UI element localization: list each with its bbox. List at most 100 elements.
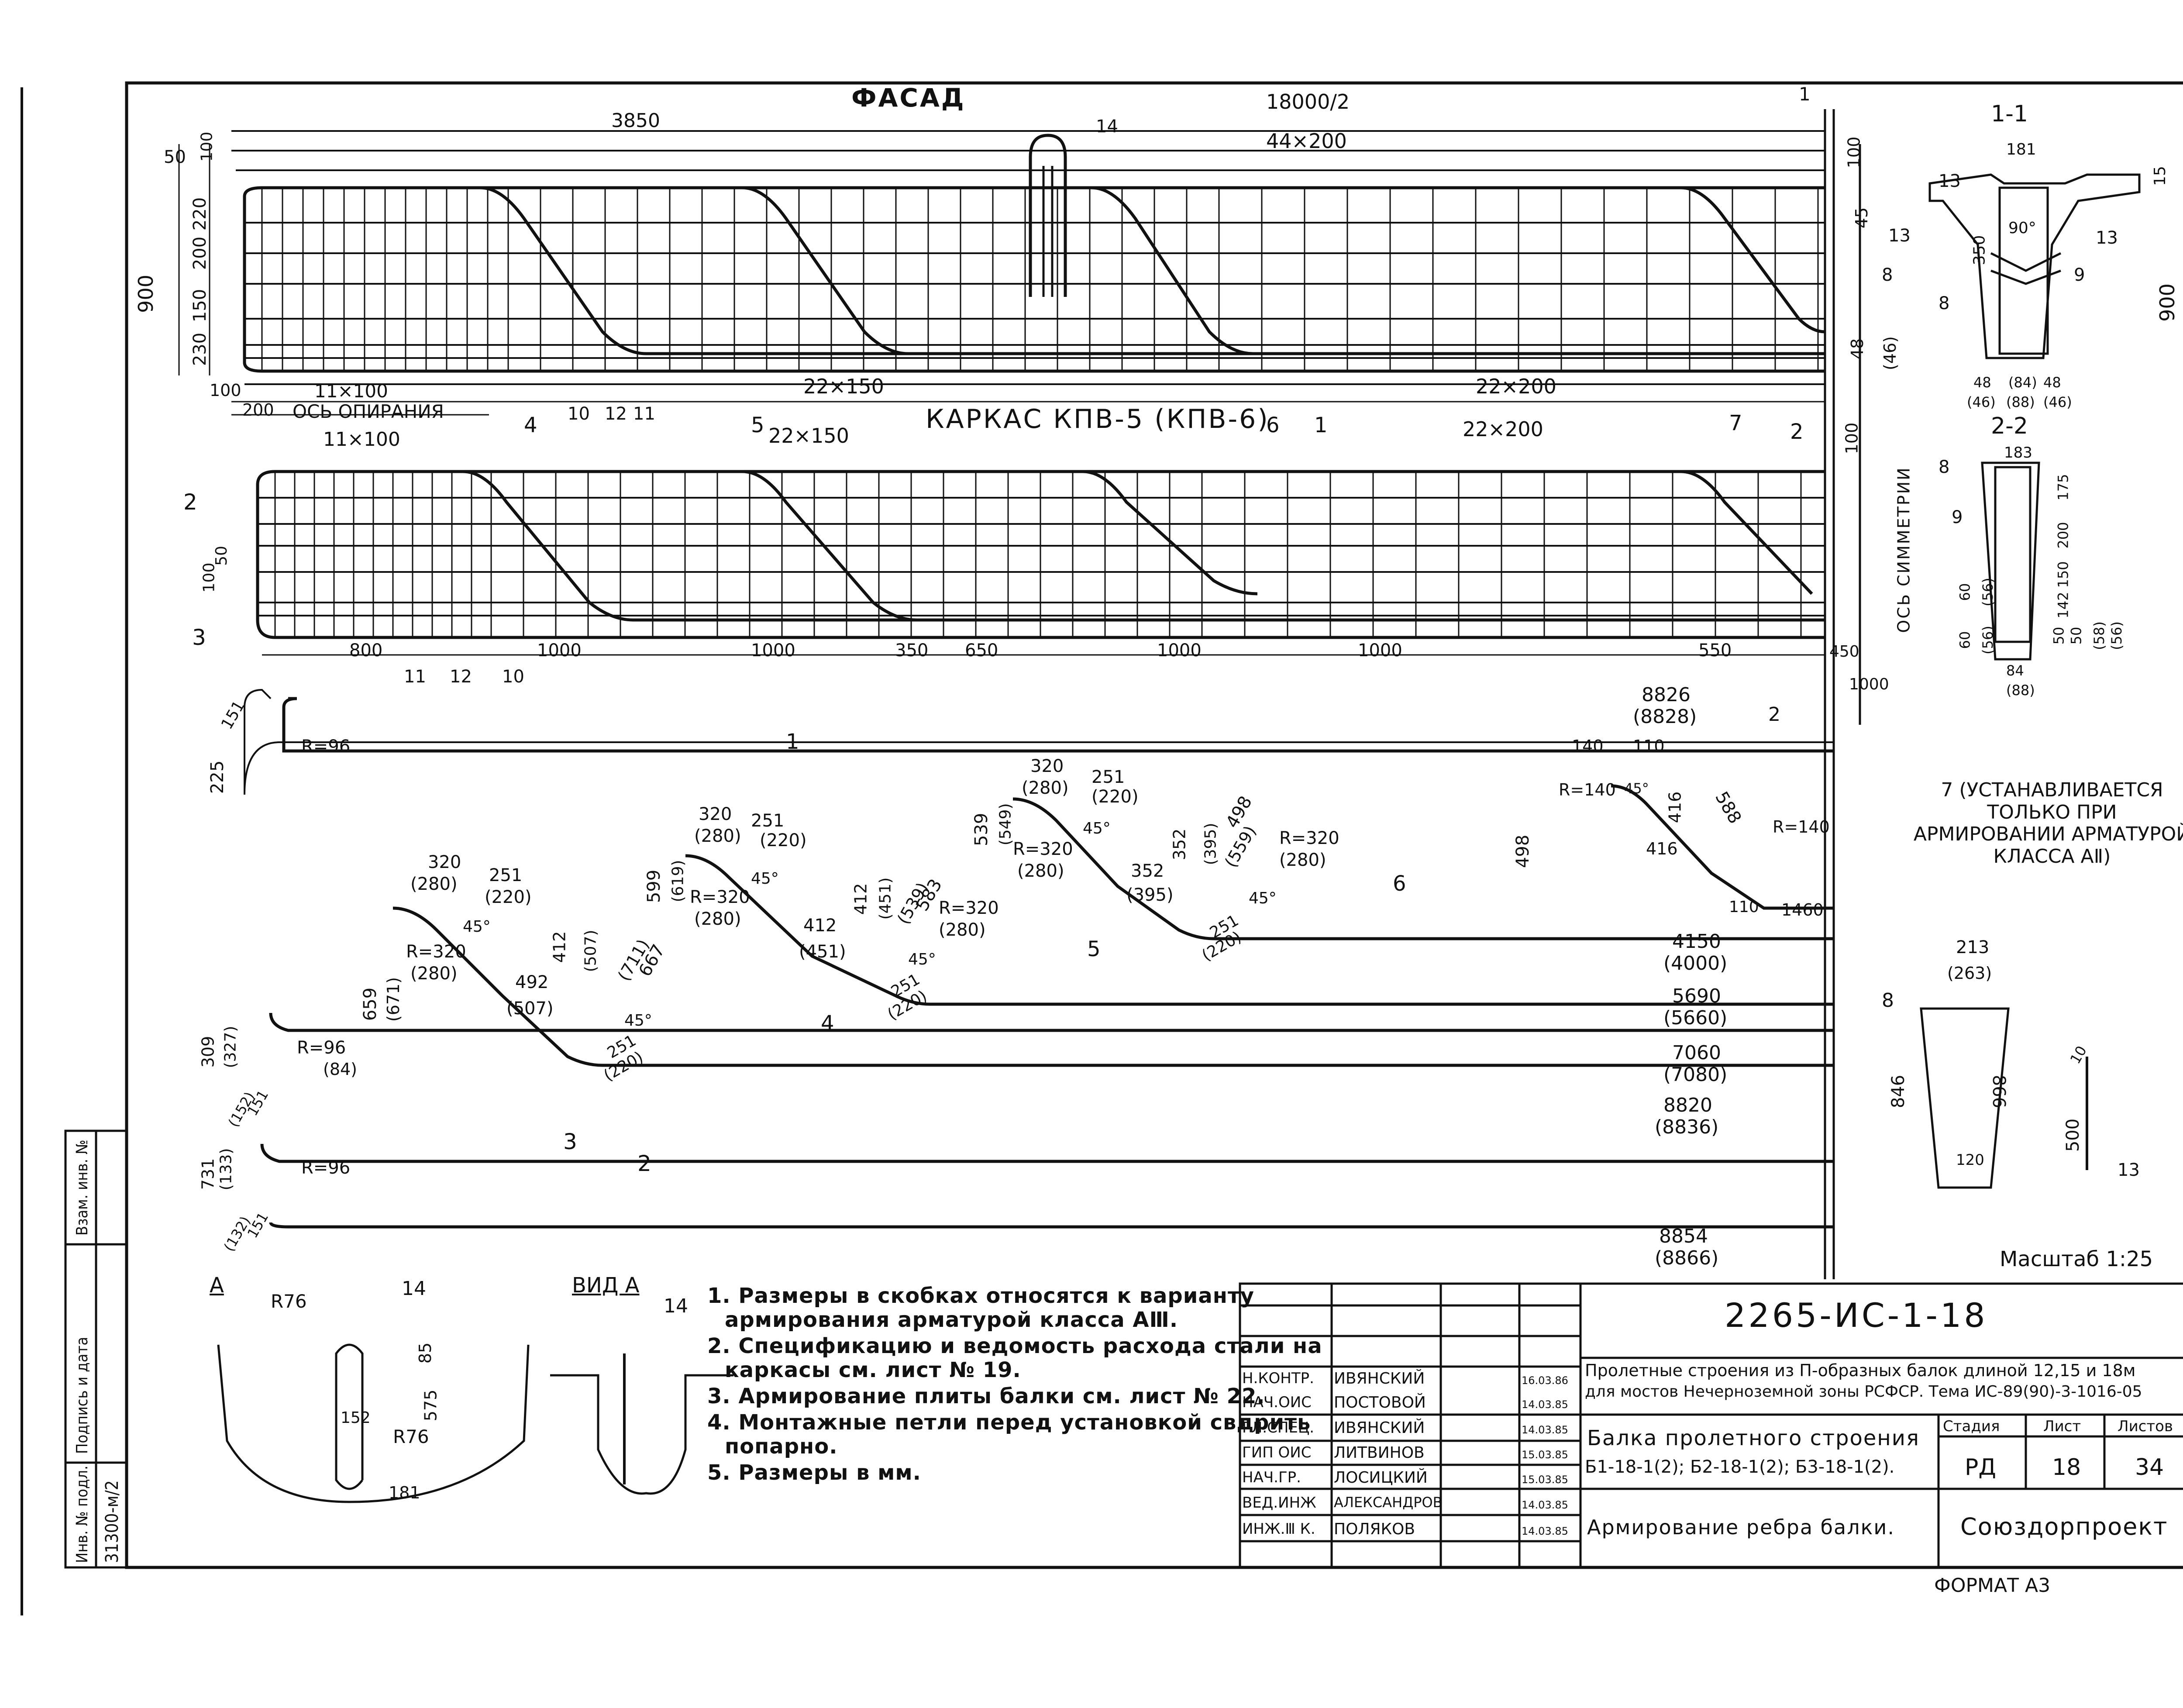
note-line-6: 4. Монтажные петли перед установкой свдр…	[707, 1410, 1311, 1435]
section-1-1-drawing	[1928, 173, 2141, 359]
tb-project: Пролетные строения из П-образных балок д…	[1585, 1361, 2136, 1380]
section11-dim-900: 900	[2155, 283, 2179, 322]
section22-dim-56c: (56)	[2108, 621, 2125, 650]
section22-mark-9: 9	[1952, 507, 1963, 527]
facade-bottom-dim-3: 22×150	[803, 375, 884, 398]
bar7-note: 7 (УСТАНАВЛИВАЕТСЯ ТОЛЬКО ПРИ АРМИРОВАНИ…	[1913, 779, 2183, 868]
bar7-dim-5: 416	[1646, 839, 1678, 858]
bar6-dim-1: (280)	[1022, 778, 1069, 798]
detail-a-w: 152	[341, 1409, 371, 1427]
scale-label: Масштаб 1:25	[2000, 1247, 2153, 1271]
facade-cage	[178, 130, 1825, 416]
section11-dim-46b: (46)	[2043, 394, 2072, 410]
bar7-dim-3: 45°	[1624, 780, 1649, 797]
bar3-r-alt: (84)	[323, 1060, 358, 1079]
bar2-len: 8854	[1659, 1225, 1708, 1247]
facade-right-48: 48	[1848, 338, 1867, 360]
bar13-pos: 13	[2118, 1160, 2140, 1180]
bar4-dim-10: (507)	[582, 930, 600, 972]
bar4-dim-4: 45°	[463, 918, 491, 936]
bar2-r: R=96	[301, 1158, 351, 1178]
section22-dim-84: 84	[2006, 662, 2024, 679]
tb-date-3: 15.03.85	[1522, 1449, 1568, 1461]
section22-mark-8: 8	[1939, 457, 1950, 477]
bar6-dim-6: (280)	[1017, 861, 1064, 881]
frame-dim-22x200: 22×200	[1463, 417, 1543, 441]
facade-bottom-dim-4: 22×200	[1476, 375, 1556, 398]
left-strip	[64, 1129, 128, 1569]
bar3-h-alt: (327)	[221, 1026, 240, 1068]
bar7-dim-0: 140	[1572, 737, 1604, 756]
bar6-h: 539	[971, 813, 992, 847]
tb-format: ФОРМАТ А3	[1934, 1574, 2051, 1597]
bar1-h: 225	[207, 760, 228, 794]
bar6-h-alt: (549)	[996, 803, 1015, 846]
section11-mark-8: 8	[1939, 293, 1950, 313]
tb-date-0: 16.03.86	[1522, 1374, 1568, 1387]
bar6-dim-4: 45°	[1083, 820, 1111, 837]
detail-a-pos: 14	[402, 1278, 426, 1300]
bar6-dim-2: 251	[1092, 767, 1125, 787]
bar3-len-alt: (8836)	[1655, 1116, 1719, 1138]
section22-dim-50: 50	[2050, 627, 2067, 645]
bar5-dim-3: (220)	[760, 830, 807, 851]
tb-date-5: 14.03.85	[1522, 1499, 1568, 1511]
bar5-dim-13: R=320	[939, 898, 999, 918]
detail-a-title: А	[210, 1273, 224, 1298]
bar8-pos: 8	[1882, 989, 1894, 1012]
tb-code: 2265-ИС-1-18	[1725, 1296, 1988, 1335]
section22-dim-150: 150	[2055, 561, 2072, 588]
tb-role-6: ИНЖ.Ⅲ К.	[1242, 1520, 1315, 1538]
facade-mark-0: 10	[568, 404, 590, 424]
section11-title: 1-1	[1991, 101, 2028, 127]
bar5-dim-4: 45°	[751, 870, 779, 888]
frame-symmetry-axis: ОСЬ СИММЕТРИИ	[1894, 466, 1914, 633]
frame-bottom-dim-6: 1000	[1358, 640, 1402, 661]
tb-sheets: 34	[2135, 1454, 2164, 1481]
section11-dim-48b: 48	[2043, 374, 2061, 391]
section11-dim-84: (84)	[2008, 374, 2037, 391]
bar4-dim-3: (220)	[485, 887, 532, 907]
section22-dim-60b: 60	[1956, 631, 1973, 649]
bar4-dim-1: (280)	[410, 874, 458, 894]
tb-sheet: 18	[2052, 1454, 2081, 1481]
facade-mark-1: 12	[605, 404, 627, 424]
bar1-pos: 1	[786, 730, 799, 754]
facade-left-dim-3: 150	[190, 289, 210, 323]
bar5-dim-10: (451)	[876, 877, 895, 920]
section11-dim-350: 350	[1970, 235, 1989, 265]
bar4-dim-0: 320	[428, 852, 461, 872]
frame-pos-2: 2	[183, 489, 197, 515]
tb-stage: РД	[1965, 1454, 1996, 1481]
section22-dim-142: 142	[2055, 592, 2072, 619]
bar6-dim-9: 352	[1170, 828, 1189, 861]
bar7-dim-4: 416	[1665, 791, 1685, 823]
tb-name-0: ИВЯНСКИЙ	[1334, 1370, 1425, 1388]
bar5-dim-1: (280)	[694, 826, 741, 846]
tb-role-5: ВЕД.ИНЖ	[1242, 1494, 1316, 1512]
bar6-dim-3: (220)	[1092, 787, 1139, 807]
facade-right-mark-1: 1	[1799, 83, 1811, 105]
section11-angle: 90°	[2008, 219, 2036, 237]
facade-pos-14: 14	[1096, 117, 1118, 137]
facade-right-13: 13	[1888, 226, 1911, 246]
tb-name-3: ЛИТВИНОВ	[1334, 1444, 1425, 1462]
facade-right-45: 45	[1852, 207, 1872, 229]
note-line-1: 1. Размеры в скобках относятся к вариант…	[707, 1284, 1255, 1308]
facade-mark-2: 11	[633, 404, 655, 424]
section22-dim-56b: (56)	[1979, 626, 1996, 654]
left-strip-inv-repl: Взам. инв. №	[73, 1140, 91, 1236]
frame-title: КАРКАС КПВ-5 (КПВ-6)	[926, 404, 1270, 434]
bar5-dim-14: (280)	[939, 920, 986, 940]
tb-project2: для мостов Нечерноземной зоны РСФСР. Тем…	[1585, 1383, 2142, 1401]
bar6-len: 4150	[1672, 930, 1721, 953]
bar3-pos: 3	[563, 1129, 577, 1154]
section11-dim-15: 15	[2151, 166, 2169, 186]
bar4-dim-5: R=320	[406, 942, 466, 962]
section22-dim-60a: 60	[1956, 583, 1973, 601]
frame-bottom-dim-4: 650	[965, 640, 999, 661]
tb-name-4: ЛОСИЦКИЙ	[1334, 1469, 1428, 1487]
frame-pos-7: 7	[1729, 411, 1742, 435]
note-line-7: попарно.	[725, 1434, 838, 1459]
frame-bottom-dim-0: 800	[349, 640, 383, 661]
